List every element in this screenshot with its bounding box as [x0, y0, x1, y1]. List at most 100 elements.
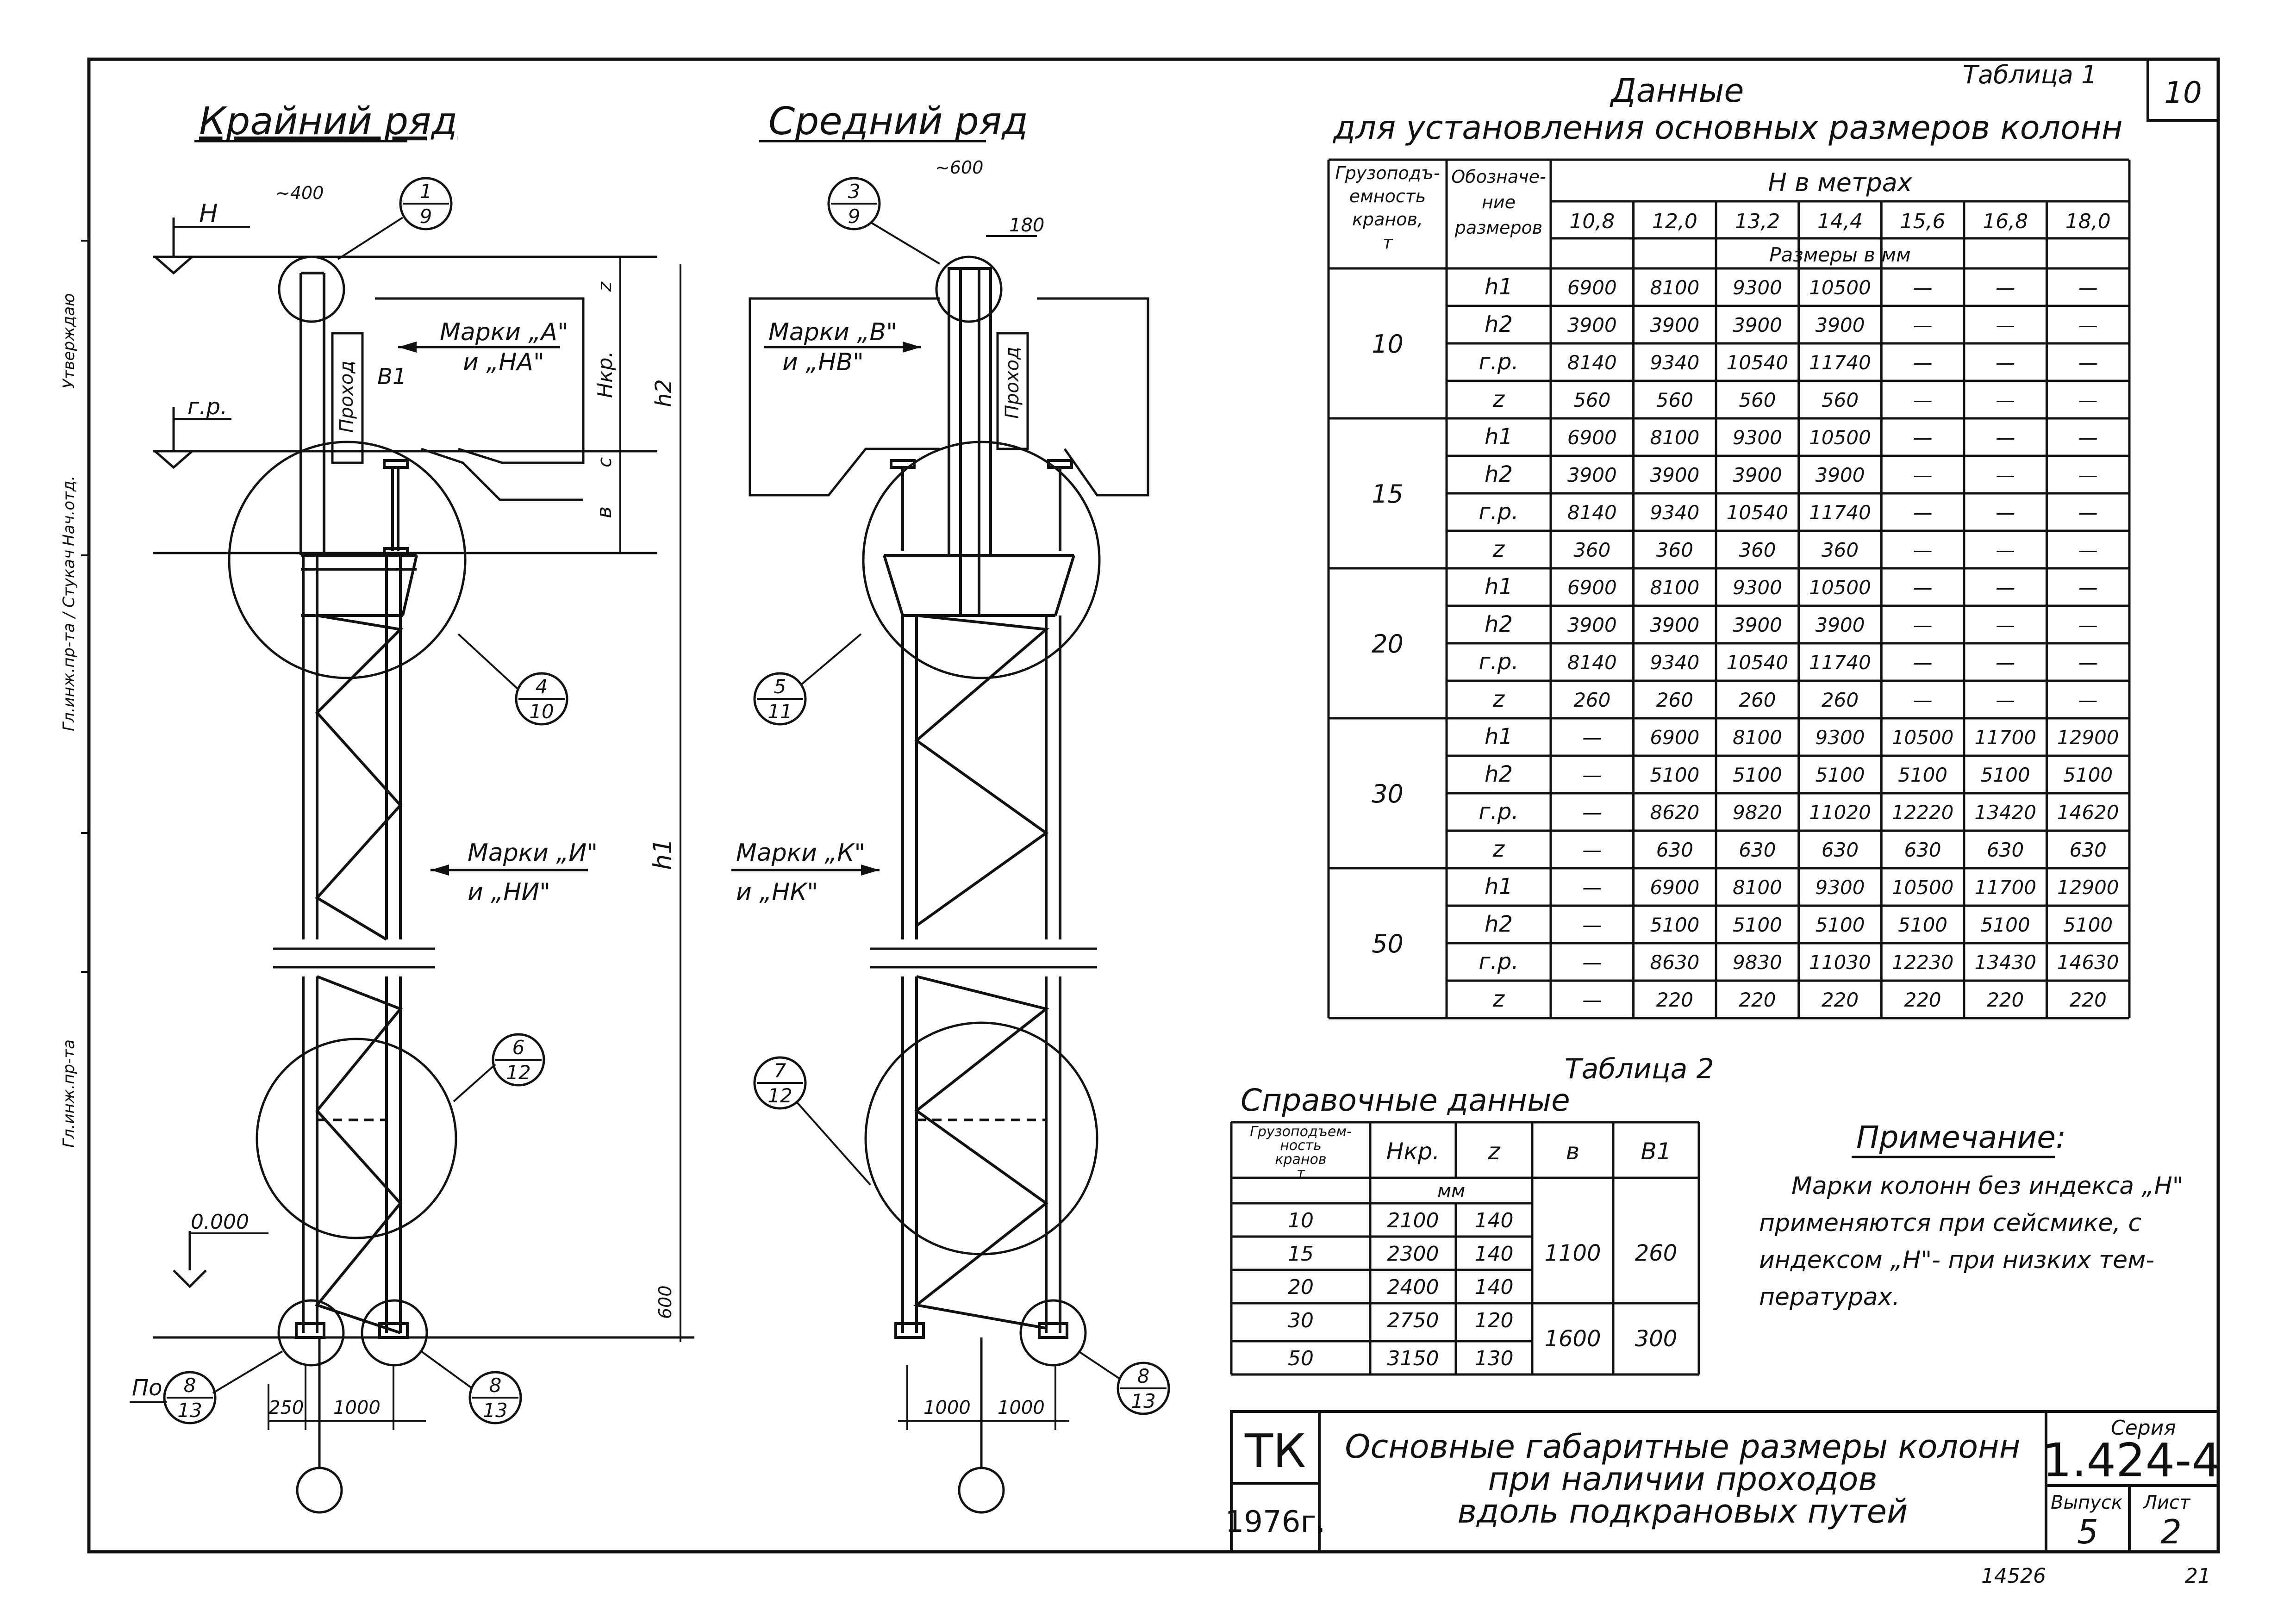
detail-circle-8b [361, 1299, 428, 1367]
table1-cell: — [2078, 576, 2098, 599]
table1-cell: 9340 [1650, 651, 1699, 674]
table1-cell: 10540 [1727, 351, 1789, 374]
table1-cell: — [1913, 576, 1933, 599]
table1-header-h: Н в метрах [1768, 168, 1913, 197]
table1-cell: — [1996, 501, 2015, 524]
table1-header-symbol: ние [1482, 192, 1516, 212]
callout-7-12: 7 12 [753, 1056, 871, 1186]
table1-cell: 12900 [2057, 876, 2119, 899]
detail-circle-5 [862, 441, 1101, 679]
table2-b1: 260 [1635, 1240, 1678, 1266]
table2-header-3: В1 [1641, 1138, 1671, 1165]
table1-cell: 10540 [1727, 501, 1789, 524]
detail-circle-8c [1019, 1299, 1087, 1367]
table1-cell: 11740 [1809, 651, 1871, 674]
table1-symbol: z [1492, 386, 1505, 412]
table1-cell: 360 [1656, 539, 1693, 561]
table1-cell: 10500 [1892, 876, 1954, 899]
table1-symbol: г.р. [1479, 799, 1518, 825]
table1-cell: 14620 [2057, 801, 2119, 824]
table1-cell: 6900 [1567, 276, 1617, 299]
table1-cell: 10500 [1892, 726, 1954, 749]
table1-header-symbol: Обозначе- [1451, 167, 1546, 187]
table2-header-capacity: Грузоподъем- [1250, 1124, 1352, 1140]
table1-cell: — [2078, 314, 2098, 336]
table1-cell: — [1582, 726, 1602, 749]
table2-z: 140 [1475, 1209, 1514, 1232]
callout-3-9: 3 9 [827, 177, 941, 265]
table2-header-capacity: ность [1280, 1138, 1322, 1154]
edge-marks-top-2: и „НА" [463, 348, 544, 376]
table1-cell: — [1913, 539, 1933, 561]
table1-capacity-2: 20 [1372, 629, 1404, 659]
table1-cell: 11700 [1974, 876, 2036, 899]
table1-cell: 10500 [1809, 576, 1871, 599]
table1-height-4: 15,6 [1900, 210, 1946, 233]
table1-cell: 9340 [1650, 501, 1699, 524]
detail-circle-3 [935, 255, 1003, 323]
dim-h2: h2 [651, 379, 677, 407]
edge-marks-mid-1: Марки „И" [468, 839, 598, 867]
table2-capacity: 20 [1288, 1275, 1314, 1299]
table1-cell: 6900 [1567, 576, 1617, 599]
table1-cell: — [2078, 689, 2098, 711]
table2-z: 130 [1475, 1347, 1514, 1370]
table1-cell: 3900 [1650, 464, 1699, 486]
table1-symbol: z [1492, 836, 1505, 862]
callout-8-13-left: 8 13 [163, 1350, 283, 1424]
table1-cell: 3900 [1733, 464, 1782, 486]
margin-stamp-1: Гл.инж.пр-та [60, 1039, 78, 1148]
table2-b1: 300 [1635, 1326, 1678, 1352]
table1-cell: 10540 [1727, 651, 1789, 674]
table1-symbol: h2 [1485, 461, 1513, 487]
table1-cell: — [1996, 651, 2015, 674]
table1-cell: — [1913, 689, 1933, 711]
svg-text:10: 10 [529, 700, 554, 723]
detail-circle-1 [278, 255, 345, 323]
table1-cell: 8100 [1733, 876, 1782, 899]
detail-circle-4 [228, 441, 467, 679]
table1-cell: — [1996, 576, 2015, 599]
table1-height-1: 12,0 [1652, 210, 1697, 233]
table1-cell: 8140 [1567, 351, 1617, 374]
table1-symbol: г.р. [1479, 649, 1518, 675]
table1-cell: — [1582, 801, 1602, 824]
table1-cell: — [1996, 689, 2015, 711]
middle-dim-top: ~600 [935, 157, 983, 178]
table1-cell: 13430 [1974, 951, 2036, 974]
callout-8-13-right: 8 13 [420, 1350, 522, 1424]
table1-cell: 11740 [1809, 351, 1871, 374]
edge-dim-1000: 1000 [333, 1397, 381, 1418]
table2-hkr: 3150 [1387, 1347, 1439, 1370]
edge-label-gr: г.р. [187, 394, 227, 420]
table1-cell: 5100 [1981, 764, 2030, 786]
table1-cell: — [2078, 614, 2098, 636]
table2-header-1: z [1487, 1138, 1501, 1165]
table1-cell: — [1913, 276, 1933, 299]
dim-hkr: Нкр. [593, 351, 617, 398]
table1-cell: 9820 [1733, 801, 1782, 824]
table1-cell: 260 [1573, 689, 1610, 711]
table1-cell: 5100 [1650, 764, 1699, 786]
table2-header-capacity: т [1297, 1165, 1305, 1181]
table1-symbol: h1 [1485, 424, 1513, 450]
svg-text:11: 11 [767, 700, 792, 723]
table1-cell: — [2078, 651, 2098, 674]
edge-passage [331, 332, 364, 464]
middle-marks-mid-1: Марки „К" [736, 839, 865, 867]
series-number: 1.424-4 [2042, 1433, 2221, 1487]
margin-stamp-4: Утверждаю [60, 293, 78, 389]
margin-stamp-3: Нач.отд. [60, 476, 78, 546]
table1-cell: — [2078, 464, 2098, 486]
callout-8-13-middle: 8 13 [1078, 1350, 1170, 1415]
table1-symbol: h2 [1485, 611, 1513, 637]
detail-circle-6 [256, 1038, 457, 1239]
middle-passage-label: Проход [1002, 347, 1023, 419]
table1-cell: — [2078, 539, 2098, 561]
table1-cell: 3900 [1816, 314, 1865, 336]
table1-cell: 560 [1573, 389, 1610, 411]
table2-capacity: 10 [1288, 1209, 1314, 1232]
svg-text:5: 5 [774, 675, 786, 698]
note-line-4: пературах. [1759, 1283, 1900, 1311]
